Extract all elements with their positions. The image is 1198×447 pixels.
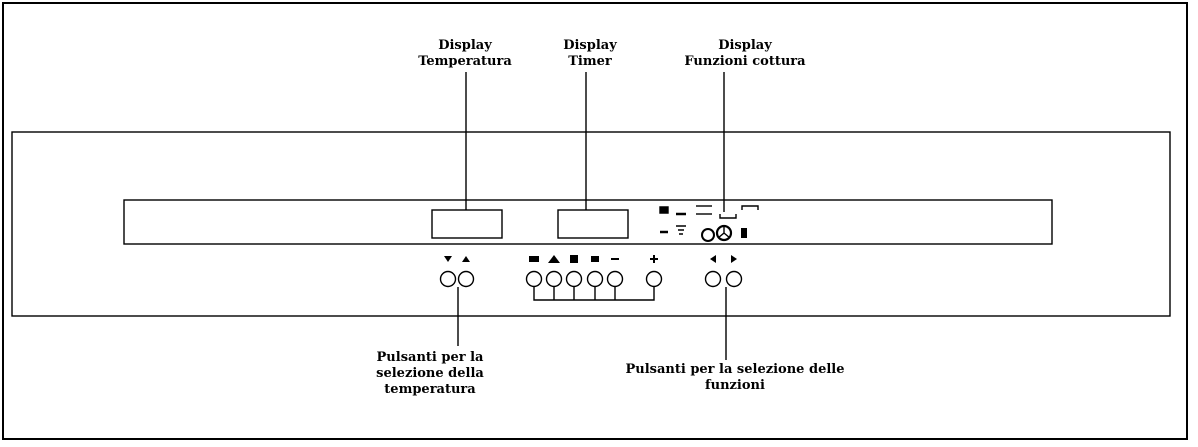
display-bracket-1 (719, 214, 737, 219)
cooking-button-2 (545, 270, 563, 288)
cooking-button-4 (586, 270, 604, 288)
function-left-button (704, 270, 722, 288)
temperature-display (431, 209, 503, 239)
temperature-buttons-label: Pulsanti per la selezione della temperat… (376, 350, 484, 397)
rapid-heat-icon (529, 256, 539, 262)
display-temperature-label: Display Temperatura (418, 38, 512, 69)
temperature-down-button (439, 270, 457, 288)
minus-icon (611, 258, 619, 260)
fan-icon-1 (701, 228, 715, 242)
cooking-buttons-bracket (533, 287, 655, 301)
display-strip (123, 199, 1053, 245)
defrost-icon (548, 255, 560, 263)
cooking-button-1 (525, 270, 543, 288)
timer-display (557, 209, 629, 239)
cooking-button-5 (606, 270, 624, 288)
display-timer-label: Display Timer (563, 38, 617, 69)
cooking-button-3 (565, 270, 583, 288)
oven-light-icon (591, 256, 599, 262)
fan-top-icon (659, 206, 669, 214)
function-right-button (725, 270, 743, 288)
arrow-left-icon (710, 255, 716, 263)
function-display-symbols (659, 205, 759, 242)
arrow-down-icon (444, 256, 452, 262)
plus-icon (650, 255, 658, 263)
temperature-up-button (457, 270, 475, 288)
thermometer-icon (741, 228, 747, 238)
fan-icon-2-blades (717, 226, 731, 239)
diagram-frame (2, 2, 1188, 440)
grill-icon (676, 225, 686, 235)
function-buttons-label: Pulsanti per la selezione delle funzioni (625, 362, 845, 393)
outer-panel (11, 131, 1171, 317)
arrow-up-icon (462, 256, 470, 262)
display-functions-label: Display Funzioni cottura (684, 38, 806, 69)
cooking-button-6 (645, 270, 663, 288)
display-bracket-2 (741, 205, 759, 210)
arrow-right-icon (731, 255, 737, 263)
lock-icon (570, 255, 578, 263)
